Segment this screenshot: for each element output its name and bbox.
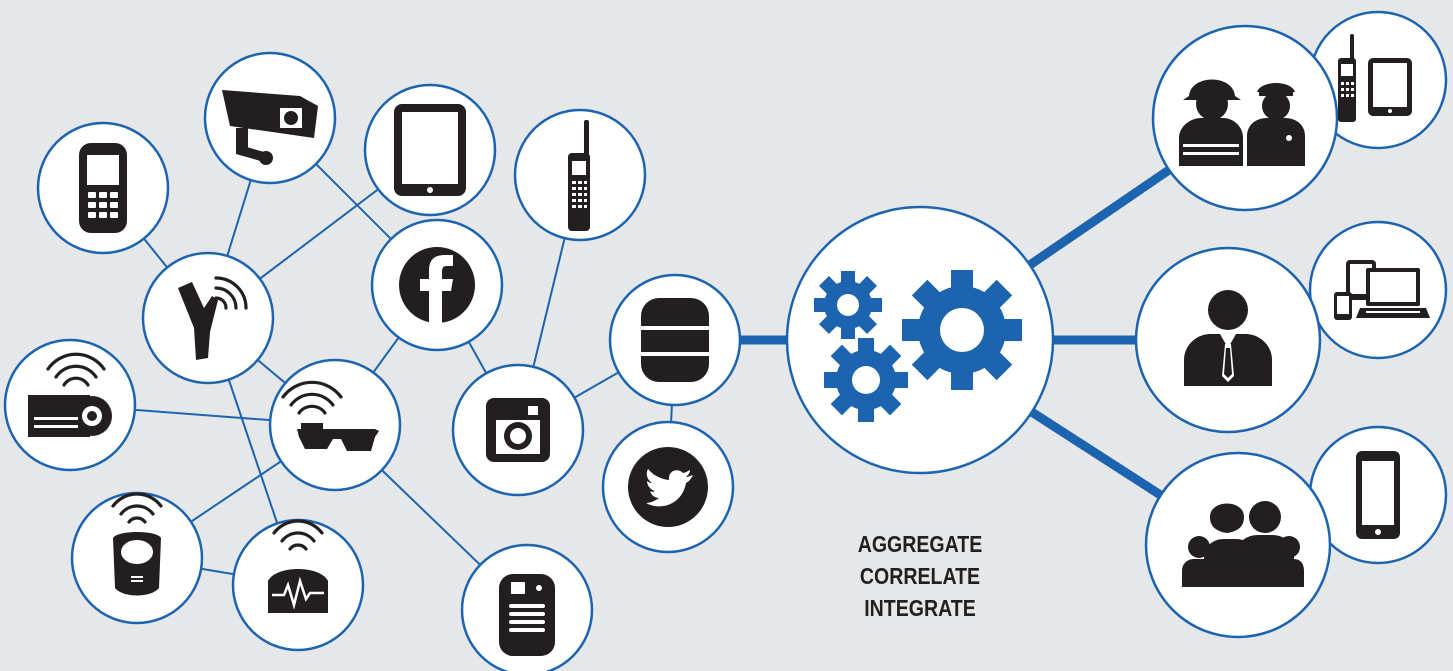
instagram-icon xyxy=(486,398,550,462)
radio-tablet-icon xyxy=(1338,34,1412,122)
vital-signs-monitor-icon xyxy=(268,519,328,613)
caption-aggregate: AGGREGATE xyxy=(857,531,983,557)
two-way-radio-icon xyxy=(568,120,590,231)
mobile-phone-icon xyxy=(79,143,127,233)
gas-detector-icon xyxy=(499,574,555,656)
first-responders-node xyxy=(1151,24,1339,212)
caption-integrate: INTEGRATE xyxy=(864,595,976,621)
caption: AGGREGATE CORRELATE INTEGRATE xyxy=(810,528,1031,624)
smart-glasses-icon xyxy=(281,380,379,451)
first-responders-icon xyxy=(1179,79,1305,166)
tablet-icon xyxy=(394,104,466,196)
twitter-icon xyxy=(628,447,708,527)
breathing-mask-icon xyxy=(111,492,163,596)
dispatcher-icon xyxy=(1184,290,1272,386)
gears-icon xyxy=(814,270,1022,422)
public-group-icon xyxy=(1182,501,1304,587)
facebook-icon xyxy=(399,247,475,323)
security-camera-icon xyxy=(222,90,318,165)
smart-glasses-node xyxy=(268,358,402,492)
computer-devices-icon xyxy=(1334,260,1430,320)
smartphone-icon xyxy=(1356,451,1400,539)
body-camera-icon xyxy=(28,352,112,437)
database-icon xyxy=(641,298,709,382)
caption-correlate: CORRELATE xyxy=(859,563,981,589)
wireless-sensor-icon xyxy=(178,276,248,360)
